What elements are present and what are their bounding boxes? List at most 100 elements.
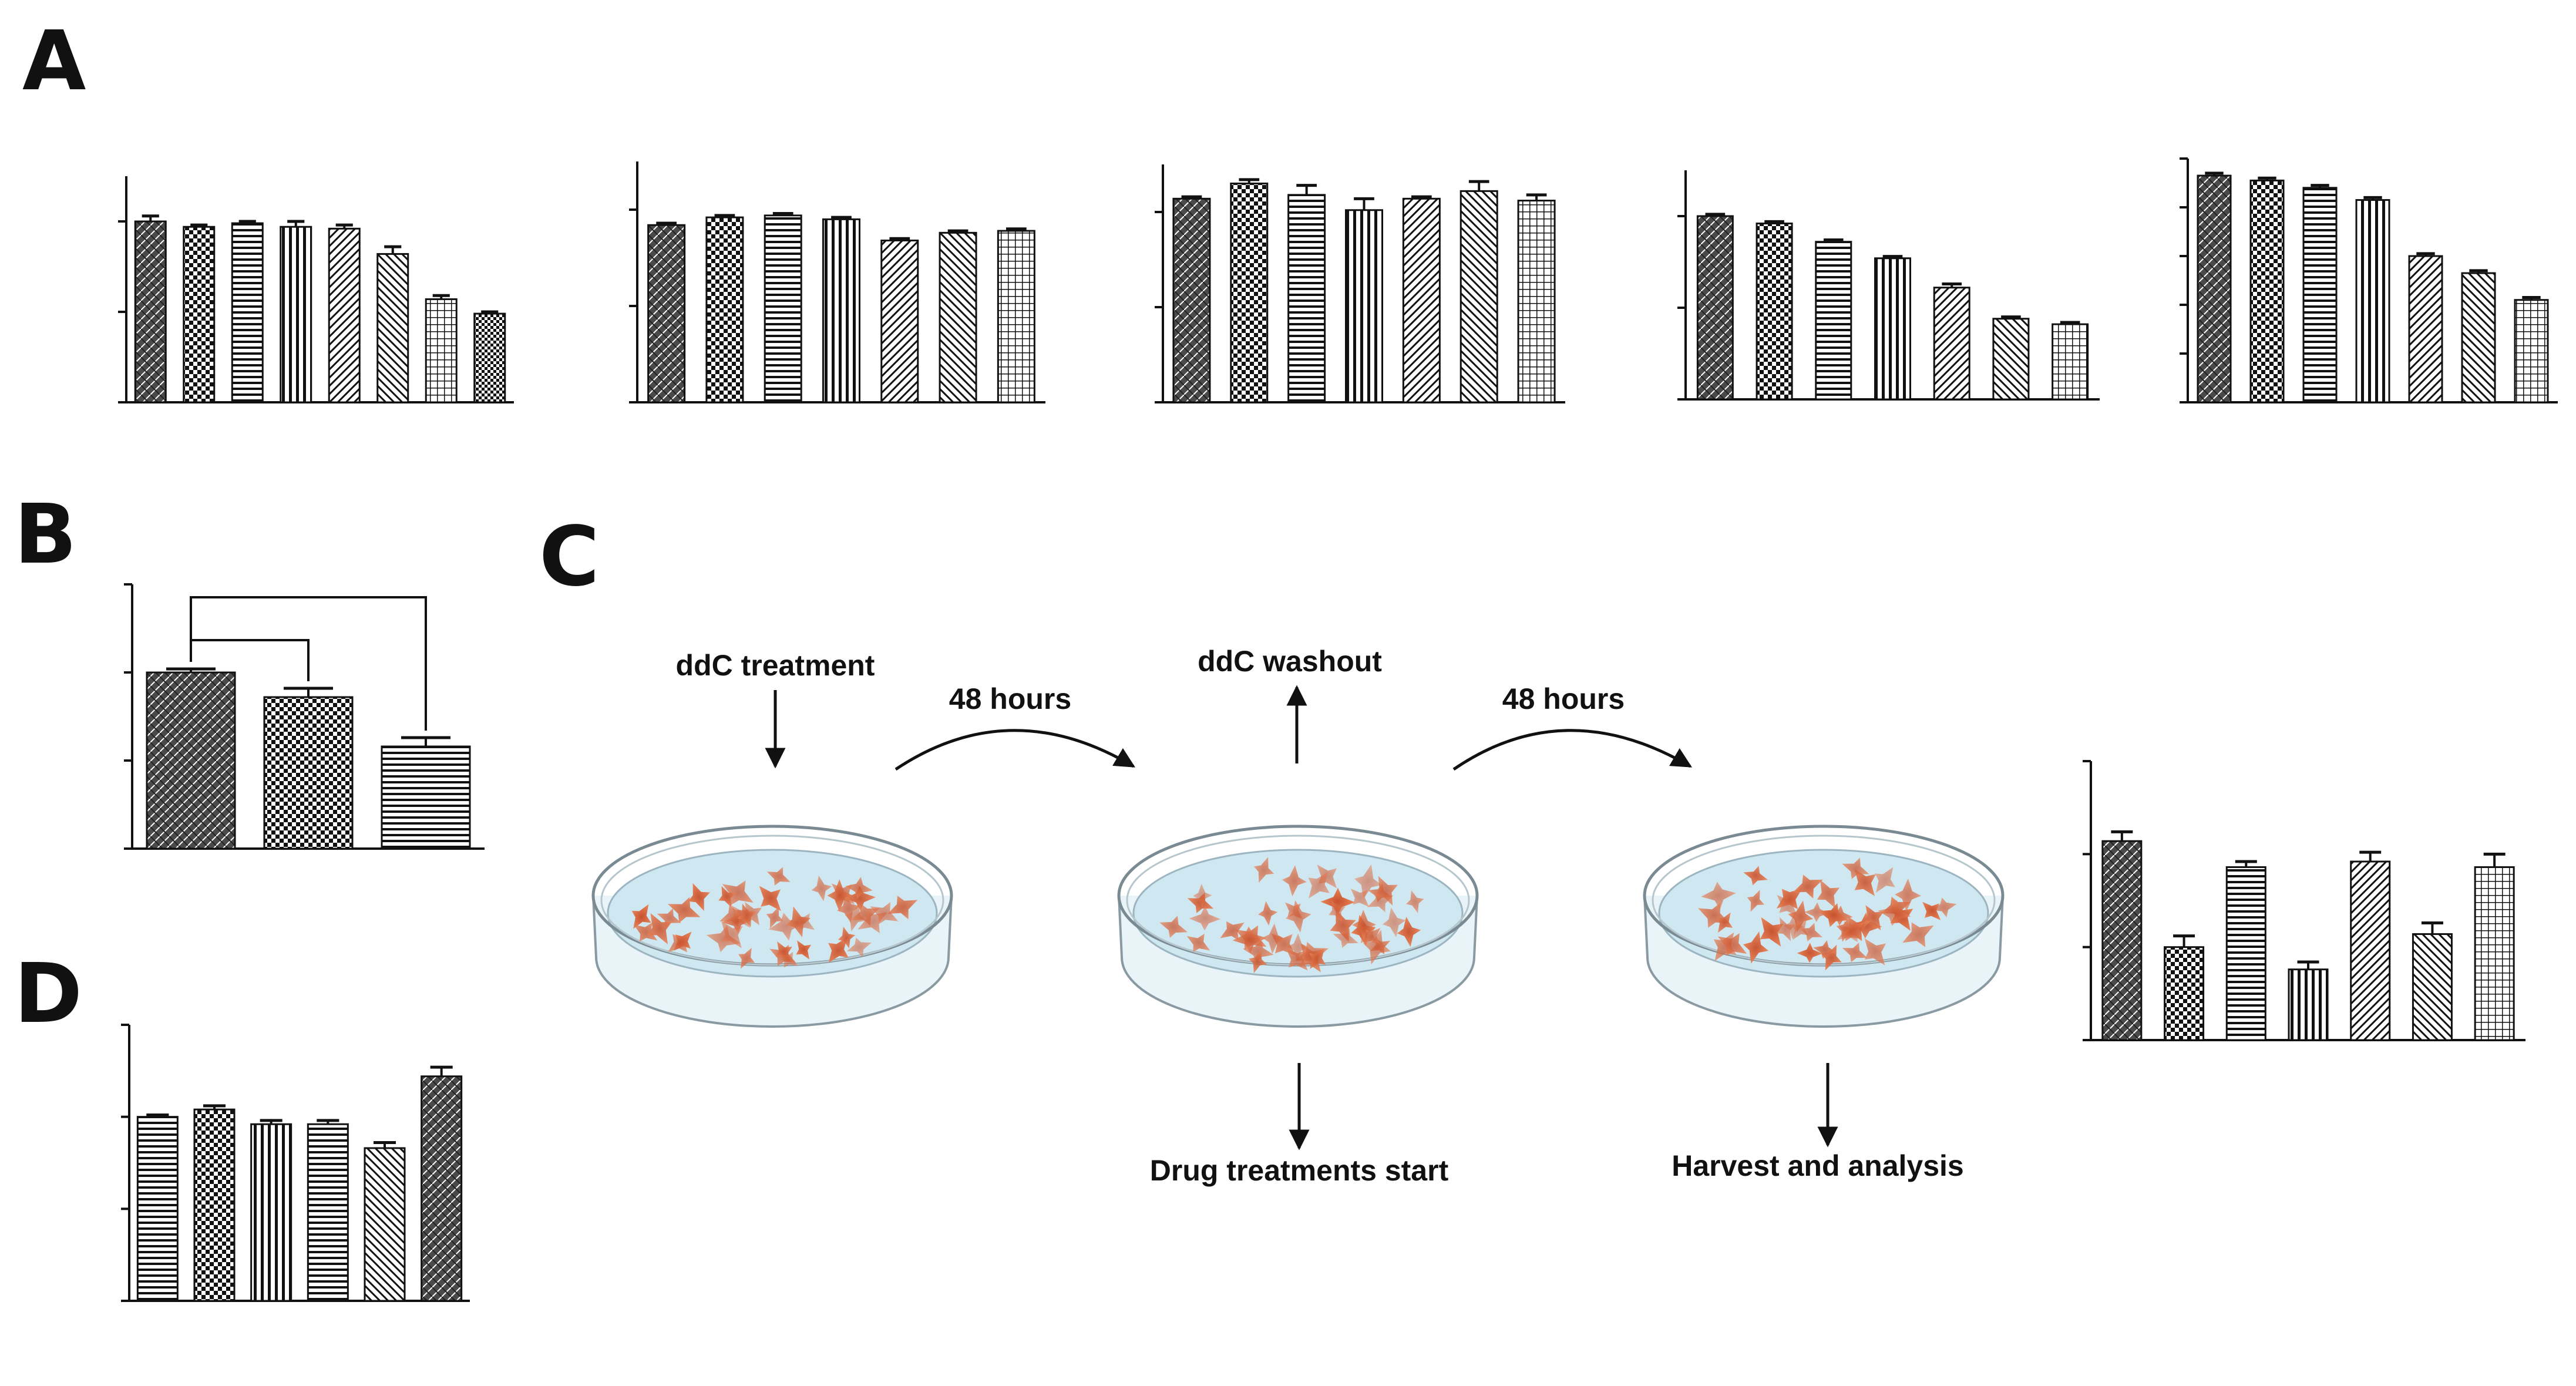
cell: [827, 879, 853, 912]
bar: [2249, 179, 2285, 403]
cell: [1716, 912, 1733, 933]
bar: [231, 222, 264, 403]
bar: [2461, 272, 2496, 403]
bar: [1230, 182, 1269, 403]
cell: [1895, 878, 1921, 912]
bar: [1874, 257, 1911, 401]
cell: [634, 923, 658, 941]
cell: [1354, 864, 1382, 899]
cell: [811, 875, 832, 901]
panel-label-a: A: [22, 14, 86, 109]
cell: [1817, 879, 1840, 909]
cell-cluster: [631, 867, 918, 969]
cell: [1308, 872, 1330, 899]
chart-formoterol: [1155, 164, 1565, 403]
curved-arrow-2: [1452, 729, 1693, 771]
cell: [828, 937, 849, 963]
cell: [1352, 910, 1376, 940]
bar: [997, 230, 1035, 403]
cell: [631, 904, 651, 929]
cell: [870, 901, 899, 925]
interval-48-hours-2: 48 hours: [1502, 682, 1625, 715]
bar: [1815, 241, 1852, 401]
bar: [136, 1116, 179, 1302]
cell: [1287, 933, 1309, 961]
cell: [1864, 905, 1884, 931]
cell: [1189, 906, 1221, 931]
step-ddc-washout: ddC washout: [1198, 645, 1382, 678]
panel-label-d: D: [14, 946, 82, 1042]
cell: [1253, 857, 1274, 883]
petri-dish: [1117, 825, 1479, 1028]
cell-cluster: [1698, 857, 1957, 971]
cell: [1931, 897, 1957, 918]
step-harvest-and-analysis: Harvest and analysis: [1672, 1149, 1964, 1182]
cell: [837, 894, 860, 923]
bar: [250, 1123, 292, 1302]
bar: [1696, 215, 1734, 401]
bar: [647, 224, 686, 403]
chart-cilostazol: [629, 162, 1045, 403]
cell: [1382, 907, 1406, 937]
bar: [822, 218, 860, 403]
cell: [1792, 919, 1809, 940]
cell: [647, 913, 672, 945]
cell: [1193, 883, 1212, 908]
bar: [364, 1147, 406, 1302]
cell: [768, 912, 804, 941]
bar: [2288, 968, 2329, 1041]
bar: [2350, 860, 2391, 1041]
cell: [722, 880, 754, 906]
cell: [1243, 938, 1274, 964]
dish-inner-rim: [1652, 835, 1996, 966]
bar: [193, 1108, 236, 1302]
dish-inner-rim: [600, 835, 944, 966]
bar: [421, 1075, 463, 1302]
cell: [1374, 876, 1398, 906]
cell: [1743, 866, 1768, 886]
cell: [668, 933, 691, 953]
bar: [2302, 187, 2338, 403]
cell: [1793, 874, 1823, 899]
cell: [1842, 942, 1868, 963]
bar: [2355, 199, 2390, 403]
bar: [280, 226, 312, 403]
bar: [473, 312, 506, 403]
cell: [1232, 926, 1267, 954]
cell: [1799, 923, 1822, 942]
cell: [1743, 931, 1769, 964]
cell: [1282, 865, 1307, 897]
cell: [738, 903, 756, 927]
cell: [1922, 901, 1941, 920]
cell: [1878, 900, 1911, 926]
cell: [1309, 948, 1326, 970]
bar: [764, 214, 802, 403]
bar: [1992, 318, 2030, 401]
cell: [1286, 900, 1311, 933]
cell: [844, 886, 876, 911]
bar: [1756, 222, 1793, 401]
cell: [1159, 916, 1188, 938]
panel-label-b: B: [14, 487, 77, 583]
cell: [1701, 882, 1736, 910]
cell: [1818, 903, 1849, 927]
bar: [2052, 323, 2089, 401]
bar: [328, 227, 361, 403]
cell: [1186, 933, 1210, 953]
step-ddc-treatment: ddC treatment: [676, 649, 875, 682]
cell: [796, 940, 812, 960]
petri-dish: [591, 825, 953, 1028]
cell: [1320, 887, 1355, 915]
chart-resveratrol: [2180, 157, 2558, 403]
cell: [845, 877, 873, 899]
bar: [2225, 866, 2266, 1041]
cell: [1788, 900, 1814, 933]
step-drug-treatments-start: Drug treatments start: [1150, 1154, 1449, 1187]
cell: [1330, 909, 1356, 943]
cell: [1262, 923, 1286, 954]
bar: [376, 253, 409, 403]
cell: [1804, 902, 1830, 922]
cell: [1363, 927, 1381, 944]
cell: [1220, 921, 1245, 941]
bar: [2101, 840, 2143, 1041]
